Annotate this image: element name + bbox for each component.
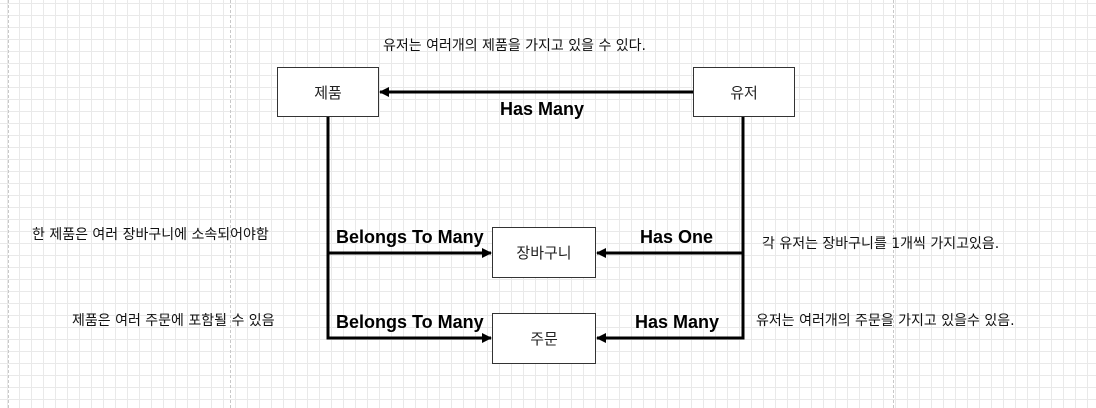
- entity-user[interactable]: 유저: [693, 67, 795, 117]
- page-boundary-middle: [230, 0, 231, 408]
- entity-cart-label: 장바구니: [516, 244, 572, 262]
- note-product-cart: 한 제품은 여러 장바구니에 소속되어야함: [32, 227, 269, 243]
- entity-cart[interactable]: 장바구니: [492, 227, 596, 278]
- note-user-cart: 각 유저는 장바구니를 1개씩 가지고있음.: [762, 236, 1000, 252]
- edge-user-order: [596, 253, 745, 343]
- entity-order[interactable]: 주문: [492, 313, 596, 364]
- edge-product-order: [326, 253, 492, 343]
- entity-user-label: 유저: [730, 83, 758, 102]
- relation-label-user-cart: Has One: [640, 227, 714, 247]
- relation-label-user-product: Has Many: [500, 99, 585, 119]
- note-user-order: 유저는 여러개의 주문을 가지고 있을수 있음.: [756, 313, 1015, 329]
- relation-label-user-order: Has Many: [635, 312, 720, 332]
- entity-product-label: 제품: [314, 83, 342, 102]
- note-product-order: 제품은 여러 주문에 포함될 수 있음: [72, 313, 275, 329]
- page-boundary-right: [893, 0, 894, 408]
- note-top: 유저는 여러개의 제품을 가지고 있을 수 있다.: [383, 38, 646, 54]
- relation-label-product-order: Belongs To Many: [336, 312, 484, 332]
- relation-label-product-cart: Belongs To Many: [336, 227, 484, 247]
- page-boundary-left: [8, 0, 9, 408]
- entity-product[interactable]: 제품: [277, 67, 379, 117]
- entity-order-label: 주문: [530, 330, 558, 348]
